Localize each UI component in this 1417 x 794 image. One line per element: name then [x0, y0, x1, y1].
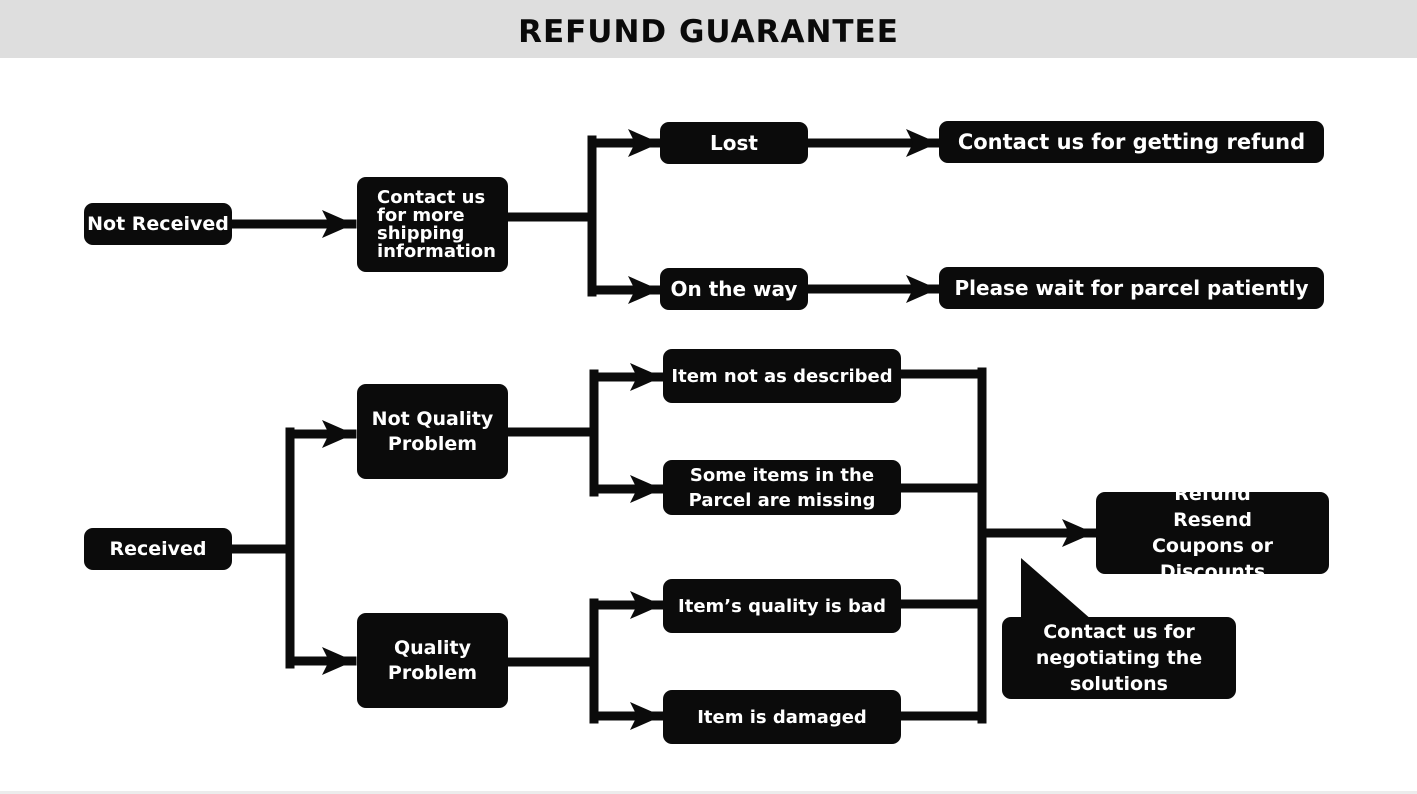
node-items-missing: Some items in the Parcel are missing	[663, 460, 901, 515]
node-quality-problem: Quality Problem	[357, 613, 508, 708]
node-item-damaged: Item is damaged	[663, 690, 901, 744]
node-quality-bad: Item’s quality is bad	[663, 579, 901, 633]
node-item-not-as-described: Item not as described	[663, 349, 901, 403]
node-lost: Lost	[660, 122, 808, 164]
node-contact-refund: Contact us for getting refund	[939, 121, 1324, 163]
header-band	[0, 0, 1417, 58]
node-solutions: Refund Resend Coupons or Discounts	[1096, 483, 1329, 583]
node-received: Received	[84, 528, 232, 570]
node-contact-negotiate: Contact us for negotiating the solutions	[1002, 617, 1236, 699]
node-contact-shipping: Contact us for more shipping information	[357, 177, 508, 272]
node-not-received: Not Received	[84, 203, 232, 245]
node-not-quality-problem: Not Quality Problem	[357, 384, 508, 479]
node-on-the-way: On the way	[660, 268, 808, 310]
bottom-divider	[0, 791, 1417, 794]
callout-tail	[1021, 558, 1092, 620]
page-title: REFUND GUARANTEE	[518, 14, 899, 50]
node-please-wait: Please wait for parcel patiently	[939, 267, 1324, 309]
